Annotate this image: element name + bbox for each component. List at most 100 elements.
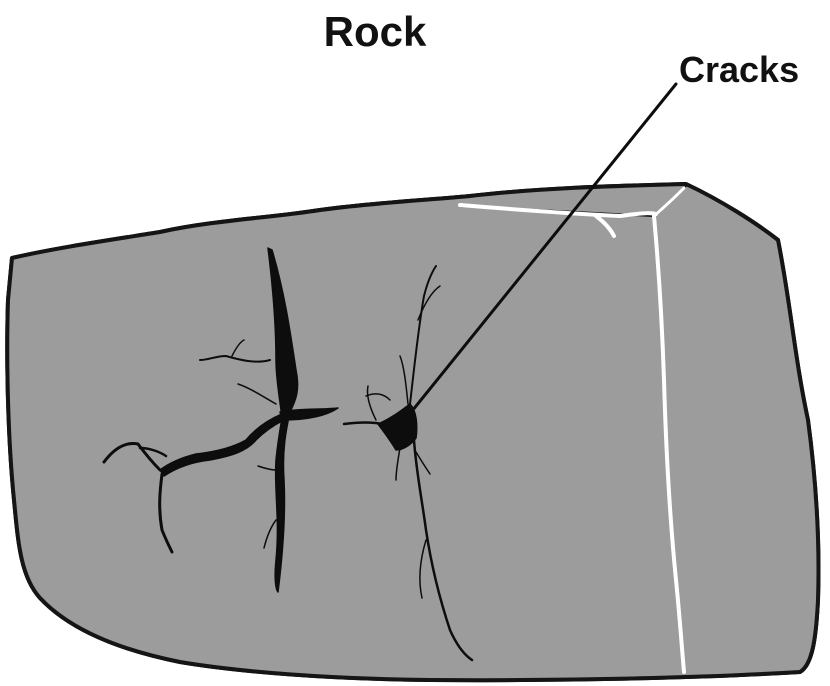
grain-dot [12, 526, 16, 530]
grain-dot [19, 573, 23, 577]
grain-dot [168, 672, 174, 678]
grain-dot [238, 198, 241, 201]
grain-dot [148, 674, 153, 678]
grain-dot [796, 310, 801, 314]
pebble [112, 191, 131, 210]
grain-dot [21, 241, 27, 247]
pebble [33, 633, 42, 644]
pebble [756, 184, 774, 202]
grain-dot [51, 670, 56, 676]
grain-dot [56, 191, 61, 196]
grain-dot [812, 193, 816, 197]
pebble [41, 623, 51, 638]
grain-dot [32, 631, 37, 637]
pebble [796, 221, 810, 233]
pebble [145, 189, 156, 204]
grain-dot [816, 442, 819, 446]
grain-dot [798, 229, 804, 235]
pebble [11, 583, 30, 601]
pebble [56, 219, 70, 234]
cracks-leader-line [406, 82, 678, 418]
grain-dot [281, 184, 286, 188]
pebble [7, 225, 23, 246]
pebble [51, 213, 61, 222]
grain-dot [54, 206, 59, 211]
grain-dot [328, 201, 333, 206]
grain-dot [804, 323, 807, 327]
grain-dot [750, 205, 754, 208]
grain-dot [275, 197, 278, 200]
pebble [805, 223, 818, 240]
pebble [54, 184, 69, 198]
grain-dot [143, 186, 149, 191]
grain-dot [749, 201, 755, 207]
grain-dot [728, 186, 734, 191]
grain-dot [788, 197, 792, 201]
grain-dot [799, 267, 803, 271]
grain-dot [773, 191, 777, 195]
grain-dot [815, 214, 819, 219]
pebble [39, 646, 47, 656]
grain-dot [159, 218, 163, 222]
grain-dot [263, 194, 267, 198]
pebble [52, 193, 62, 213]
grain-dot [210, 200, 215, 205]
grain-dot [768, 184, 773, 188]
grain-dot [816, 426, 819, 430]
grain-dot [54, 671, 59, 675]
pebble [797, 299, 814, 315]
grain-dot [272, 199, 277, 204]
pebble [214, 190, 230, 207]
grain-dot [30, 605, 33, 608]
grain-dot [203, 197, 208, 202]
grain-dot [63, 193, 67, 197]
grain-dot [25, 184, 31, 189]
grain-dot [818, 218, 819, 222]
pebble [783, 247, 794, 264]
pebble [22, 656, 40, 674]
pebble [8, 188, 19, 199]
grain-dot [303, 197, 308, 202]
grain-dot [183, 214, 186, 218]
grain-dot [817, 256, 819, 262]
pebble [151, 191, 171, 211]
grain-dot [54, 184, 59, 189]
grain-dot [267, 203, 271, 206]
grain-dot [9, 653, 13, 657]
grain-dot [18, 588, 22, 591]
grain-dot [245, 184, 250, 189]
grain-dot [790, 257, 794, 261]
grain-dot [10, 664, 16, 669]
grain-dot [55, 665, 59, 669]
grain-dot [237, 199, 243, 204]
grain-dot [755, 207, 758, 210]
grain-dot [15, 651, 19, 656]
grain-dot [13, 609, 16, 612]
grain-dot [101, 194, 106, 200]
pebble [716, 184, 729, 199]
grain-dot [754, 204, 757, 207]
grain-dot [132, 658, 136, 661]
pebble [36, 669, 45, 679]
black-cracks [102, 247, 474, 662]
grain-dot [785, 263, 790, 269]
grain-dot [221, 676, 225, 680]
pebble [36, 666, 55, 681]
grain-dot [133, 662, 137, 666]
diagram-title: Rock [324, 8, 427, 55]
pebble [80, 648, 97, 669]
pebble [13, 653, 26, 667]
grain-dot [449, 191, 453, 196]
pebble [433, 187, 446, 197]
pebble [89, 224, 106, 237]
pebble [38, 648, 52, 661]
grain-dot [817, 313, 819, 318]
grain-dot [812, 210, 816, 214]
grain-dot [793, 261, 799, 266]
grain-dot [111, 651, 117, 657]
grain-dot [747, 204, 751, 208]
pebble [35, 613, 48, 622]
grain-dot [759, 188, 764, 193]
